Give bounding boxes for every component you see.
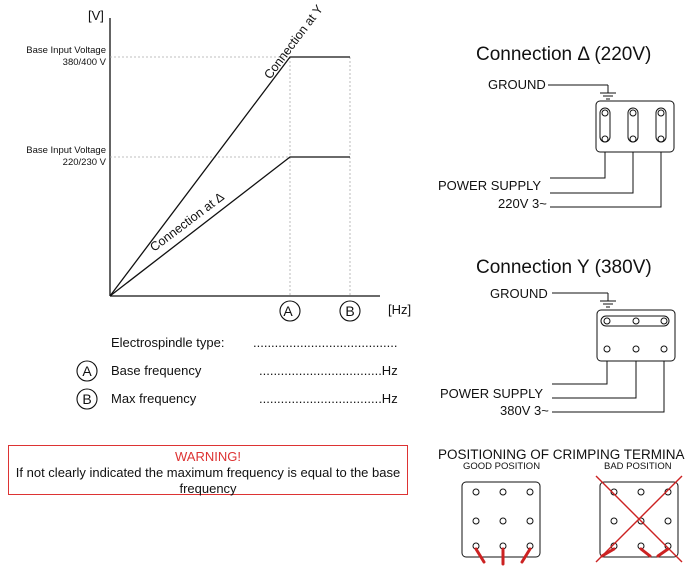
point-b-label: B (345, 303, 354, 319)
bad-position-diagram (599, 481, 679, 558)
warning-box: WARNING! If not clearly indicated the ma… (8, 445, 408, 496)
voltage-label-high: Base Input Voltage 380/400 V (26, 45, 106, 69)
legend-b-symbol: B (82, 391, 91, 407)
connection-y-label: Connection at Y (261, 2, 326, 82)
delta-connection-diagram (548, 84, 675, 208)
y-ground-label: GROUND (490, 286, 548, 301)
voltage-label-low: Base Input Voltage 220/230 V (26, 145, 106, 169)
bad-cross-icon (595, 475, 683, 563)
good-position-diagram (461, 481, 541, 558)
max-frequency-dots: ..................................Hz (259, 391, 398, 406)
voltage-label-high-line2: 380/400 V (62, 57, 106, 68)
legend-a-symbol: A (82, 363, 92, 379)
y-connection-diagram (552, 292, 676, 413)
voltage-label-low-line1: Base Input Voltage (26, 145, 106, 156)
crimping-title: POSITIONING OF CRIMPING TERMINA (438, 447, 685, 462)
electrospindle-type-dots: ........................................ (253, 335, 398, 350)
y-unit-label: [V] (88, 8, 104, 23)
good-terminals (474, 547, 532, 566)
y-connection-title: Connection Y (380V) (476, 257, 652, 278)
x-unit-label: [Hz] (388, 302, 412, 317)
voltage-label-low-line2: 220/230 V (62, 157, 106, 168)
voltage-label-high-line1: Base Input Voltage (26, 45, 106, 56)
y-power-supply-voltage: 380V 3~ (500, 403, 549, 418)
max-frequency-label: Max frequency (111, 391, 197, 406)
vf-graph (109, 18, 380, 322)
point-a-circle (279, 300, 301, 322)
guide-lines (110, 56, 351, 296)
delta-connection-title: Connection Δ (220V) (476, 44, 652, 65)
delta-terminal-box (595, 100, 675, 153)
line-connection-y (109, 56, 350, 297)
legend-b-circle (76, 388, 98, 410)
good-position-label: GOOD POSITION (463, 461, 541, 472)
point-a-label: A (283, 303, 293, 319)
electrospindle-type-label: Electrospindle type: (111, 335, 225, 350)
warning-title: WARNING! (175, 449, 241, 464)
connection-delta-label: Connection at Δ (147, 190, 226, 255)
legend-a-circle (76, 360, 98, 382)
delta-power-supply-label: POWER SUPPLY (438, 178, 542, 193)
base-frequency-dots: ..................................Hz (259, 363, 398, 378)
bad-position-label: BAD POSITION (604, 461, 672, 472)
point-b-circle (339, 300, 361, 322)
delta-ground-label: GROUND (488, 77, 546, 92)
warning-text: If not clearly indicated the maximum fre… (15, 465, 401, 496)
line-connection-delta (109, 156, 350, 297)
base-frequency-label: Base frequency (111, 363, 202, 378)
y-power-supply-label: POWER SUPPLY (440, 386, 544, 401)
bad-terminals (600, 547, 670, 558)
delta-power-supply-voltage: 220V 3~ (498, 196, 547, 211)
